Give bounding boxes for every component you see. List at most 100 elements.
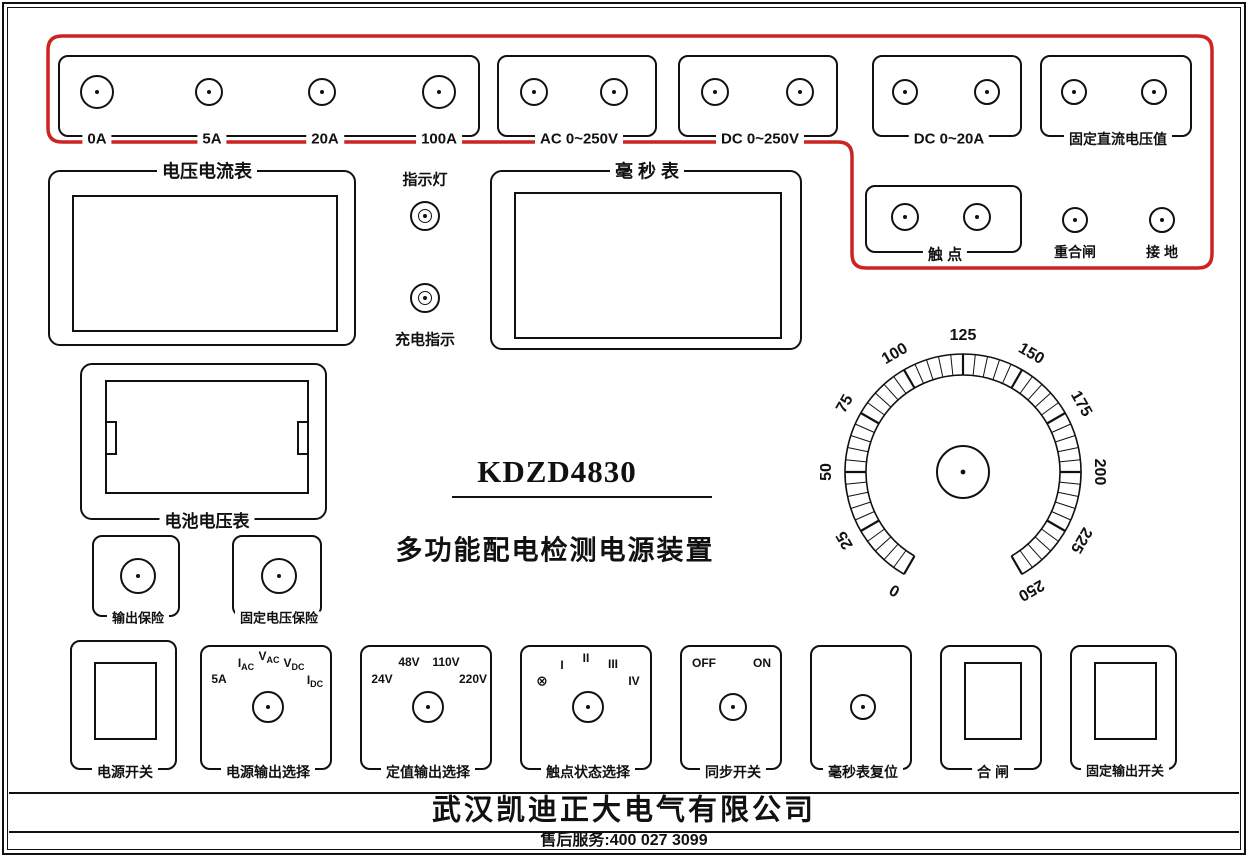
dial-knob[interactable]: [936, 445, 990, 499]
contact-state-selector-label: 触点状态选择: [541, 763, 635, 781]
ac-output-terminal-right[interactable]: [600, 78, 628, 106]
dial-scale-label: 25: [833, 528, 857, 552]
fixed-output-switch-rocker[interactable]: [1094, 662, 1157, 740]
ms-meter-reset-button[interactable]: [850, 694, 876, 720]
dial-tick: [1046, 412, 1066, 425]
dc-current-terminal-left[interactable]: [892, 79, 918, 105]
contact-state-knob[interactable]: [572, 691, 604, 723]
sync-switch-label: 同步开关: [700, 763, 766, 781]
dial-scale-label: 150: [1015, 340, 1047, 368]
dial-tick: [860, 519, 880, 532]
ground-terminal[interactable]: [1149, 207, 1175, 233]
power-switch-rocker[interactable]: [94, 662, 157, 740]
sync-switch-knob[interactable]: [719, 693, 747, 721]
dial-scale-label: 100: [879, 340, 911, 368]
dial-tick: [1051, 423, 1072, 433]
dial-tick: [1034, 536, 1052, 552]
contact-terminal-right[interactable]: [963, 203, 991, 231]
output-fuse-label: 输出保险: [106, 611, 170, 627]
fixed-dc-terminal-right[interactable]: [1141, 79, 1167, 105]
source-output-selector: 5A IAC VAC VDC IDC 电源输出选择: [200, 645, 332, 781]
dial-tick: [1002, 363, 1012, 384]
footer-divider-bottom: [9, 831, 1239, 833]
dial-tick: [1057, 447, 1079, 453]
dial-tick: [845, 459, 867, 463]
dial-tick: [847, 491, 869, 497]
current-output-terminal-group: 0A 5A 20A 100A: [58, 55, 480, 148]
dial-tick: [893, 550, 907, 568]
volt-current-meter-label: 电压电流表: [157, 161, 257, 183]
source-output-knob[interactable]: [252, 691, 284, 723]
dial-tick: [903, 369, 916, 389]
ac-output-terminal-left[interactable]: [520, 78, 548, 106]
millisecond-meter: 毫 秒 表: [490, 161, 802, 350]
terminal-5a[interactable]: [195, 78, 223, 106]
fixed-voltage-fuse-label: 固定电压保险: [234, 611, 324, 627]
reclose-terminal[interactable]: [1062, 207, 1088, 233]
dc-current-terminal-group: DC 0~20A: [872, 55, 1022, 148]
terminal-20a-label: 20A: [306, 130, 344, 148]
dial-tick: [1041, 528, 1059, 542]
dial-tick: [1055, 501, 1076, 509]
dial-tick: [1010, 369, 1023, 389]
fixed-value-knob[interactable]: [412, 691, 444, 723]
battery-volt-meter-display: [105, 380, 309, 494]
option-idc: IDC: [306, 672, 324, 690]
source-output-selector-label: 电源输出选择: [221, 763, 315, 781]
contact-terminal-left[interactable]: [891, 203, 919, 231]
dial-tick: [860, 412, 880, 425]
option-110v: 110V: [432, 655, 460, 669]
dial-tick: [1027, 543, 1043, 561]
service-phone: 售后服务:400 027 3099: [540, 831, 708, 849]
dial-tick: [972, 354, 976, 376]
option-vac: VAC: [258, 648, 280, 666]
option-on: ON: [753, 656, 771, 670]
option-vdc: VDC: [283, 655, 305, 673]
battery-terminal-tab-left: [105, 421, 117, 455]
company-name: 武汉凯迪正大电气有限公司: [431, 794, 817, 827]
model-number: KDZD4830: [477, 454, 637, 490]
dial-tick: [845, 481, 867, 485]
dial-tick: [850, 501, 871, 509]
terminal-0a-label: 0A: [82, 130, 112, 148]
dial-tick: [1027, 383, 1043, 401]
fixed-dc-terminal-left[interactable]: [1061, 79, 1087, 105]
power-switch-label: 电源开关: [92, 763, 158, 781]
footer-divider-top: [9, 792, 1239, 794]
dial-tick: [854, 511, 875, 521]
dial-tick: [1059, 459, 1081, 463]
pilot-lamp-inner-ring: [418, 209, 432, 223]
dial-scale-label: 200: [1091, 459, 1108, 486]
dc-output-terminal-left[interactable]: [701, 78, 729, 106]
dial-tick: [1055, 435, 1076, 443]
pilot-lamp-label: 指示灯: [402, 171, 448, 189]
dial-scale-label: 125: [950, 327, 977, 344]
dial-tick: [950, 354, 954, 376]
option-iac: IAC: [237, 655, 255, 673]
pilot-lamp: [410, 201, 440, 231]
terminal-20a[interactable]: [308, 78, 336, 106]
dial-tick: [854, 423, 875, 433]
dial-tick: [1051, 511, 1072, 521]
output-fuse[interactable]: [120, 558, 156, 594]
terminal-100a-label: 100A: [416, 130, 462, 148]
terminal-100a[interactable]: [422, 75, 456, 109]
millisecond-meter-label: 毫 秒 表: [609, 161, 685, 183]
dial-outer-arc: [844, 353, 1082, 575]
terminal-0a[interactable]: [80, 75, 114, 109]
dial-tick: [874, 392, 892, 408]
volt-current-meter-display: [72, 195, 338, 332]
fixed-value-selector: 24V 48V 110V 220V 定值输出选择: [360, 645, 492, 781]
fixed-dc-label: 固定直流电压值: [1064, 130, 1172, 148]
option-ii: II: [582, 651, 590, 665]
fixed-voltage-fuse[interactable]: [261, 558, 297, 594]
dc-output-terminal-right[interactable]: [786, 78, 814, 106]
charge-lamp-label: 充电指示: [394, 331, 456, 349]
dial-tick: [938, 356, 944, 378]
close-switch-rocker[interactable]: [964, 662, 1022, 740]
dial-tick: [1019, 550, 1033, 568]
dc-current-terminal-right[interactable]: [974, 79, 1000, 105]
